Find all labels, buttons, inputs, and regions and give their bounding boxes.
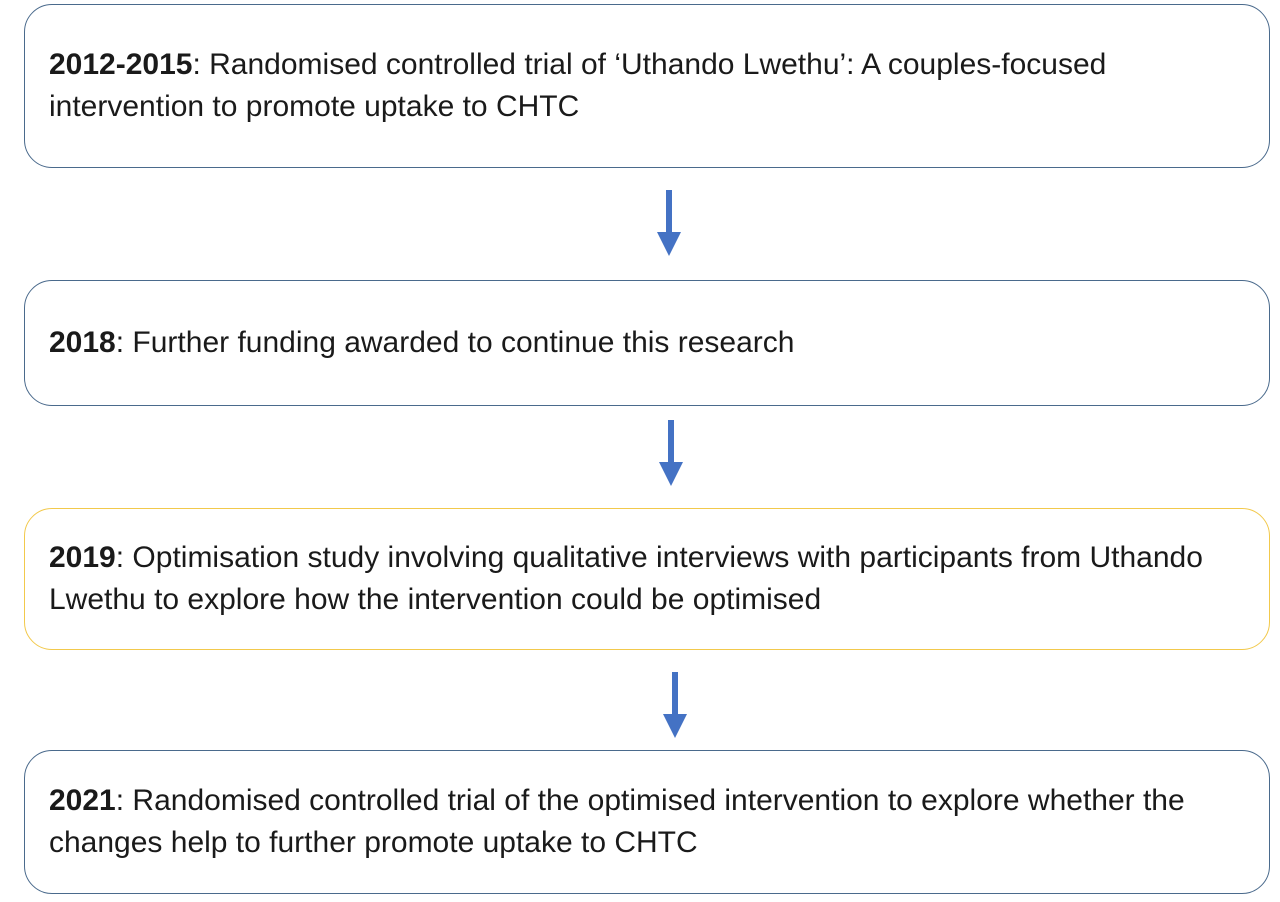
step-description: : Randomised controlled trial of the opt…: [49, 784, 1185, 859]
step-description: : Further funding awarded to continue th…: [115, 326, 795, 359]
step-year: 2018: [49, 326, 116, 359]
step-year: 2012-2015: [49, 48, 193, 81]
flow-step-2021: 2021: Randomised controlled trial of the…: [24, 750, 1270, 894]
flow-step-2019: 2019: Optimisation study involving quali…: [24, 508, 1270, 650]
step-year: 2019: [49, 541, 116, 574]
step-description: : Optimisation study involving qualitati…: [49, 541, 1203, 616]
arrow-down-icon: [657, 190, 681, 256]
arrow-down-icon: [663, 672, 687, 738]
step-text: 2012-2015: Randomised controlled trial o…: [49, 44, 1229, 128]
flow-step-2018: 2018: Further funding awarded to continu…: [24, 280, 1270, 406]
step-year: 2021: [49, 784, 116, 817]
step-text: 2018: Further funding awarded to continu…: [49, 322, 794, 364]
step-description: : Randomised controlled trial of ‘Uthand…: [49, 48, 1107, 123]
step-text: 2019: Optimisation study involving quali…: [49, 537, 1229, 621]
step-text: 2021: Randomised controlled trial of the…: [49, 780, 1229, 864]
arrow-down-icon: [659, 420, 683, 486]
flow-step-2012-2015: 2012-2015: Randomised controlled trial o…: [24, 4, 1270, 168]
